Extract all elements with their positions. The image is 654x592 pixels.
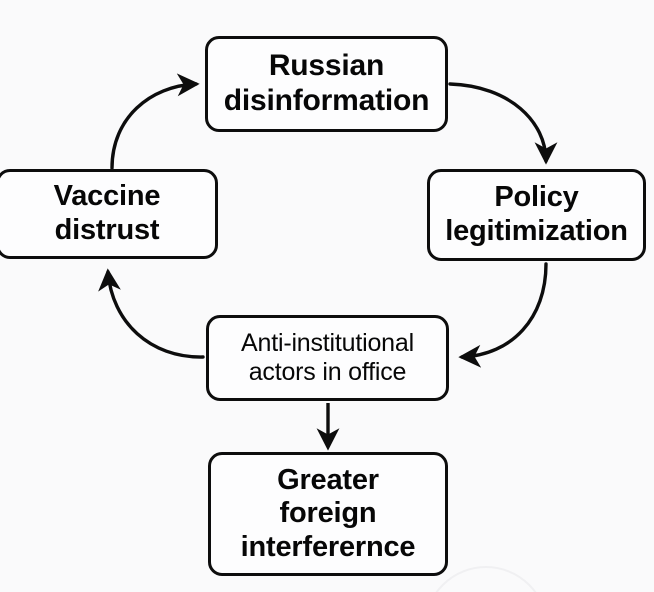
node-vaccine-distrust[interactable]: Vaccine distrust [0,169,218,259]
edge-russian-to-policy [448,82,558,165]
node-russian-disinformation-label: Russian disinformation [223,49,430,117]
node-russian-disinformation[interactable]: Russian disinformation [205,36,448,132]
node-policy-legitimization-label: Policy legitimization [445,181,628,247]
node-anti-institutional-actors[interactable]: Anti-institutional actors in office [206,315,449,401]
node-greater-foreign-interference[interactable]: Greater foreign interferernce [208,452,448,576]
node-policy-legitimization[interactable]: Policy legitimization [427,169,646,261]
edge-anti-institutional-to-vaccine [98,268,205,359]
node-vaccine-distrust-label: Vaccine distrust [53,180,161,246]
edge-policy-to-anti-institutional [458,262,548,368]
node-greater-foreign-interference-label: Greater foreign interferernce [240,463,416,563]
edge-vaccine-to-russian [110,73,200,170]
node-anti-institutional-actors-label: Anti-institutional actors in office [241,329,414,386]
